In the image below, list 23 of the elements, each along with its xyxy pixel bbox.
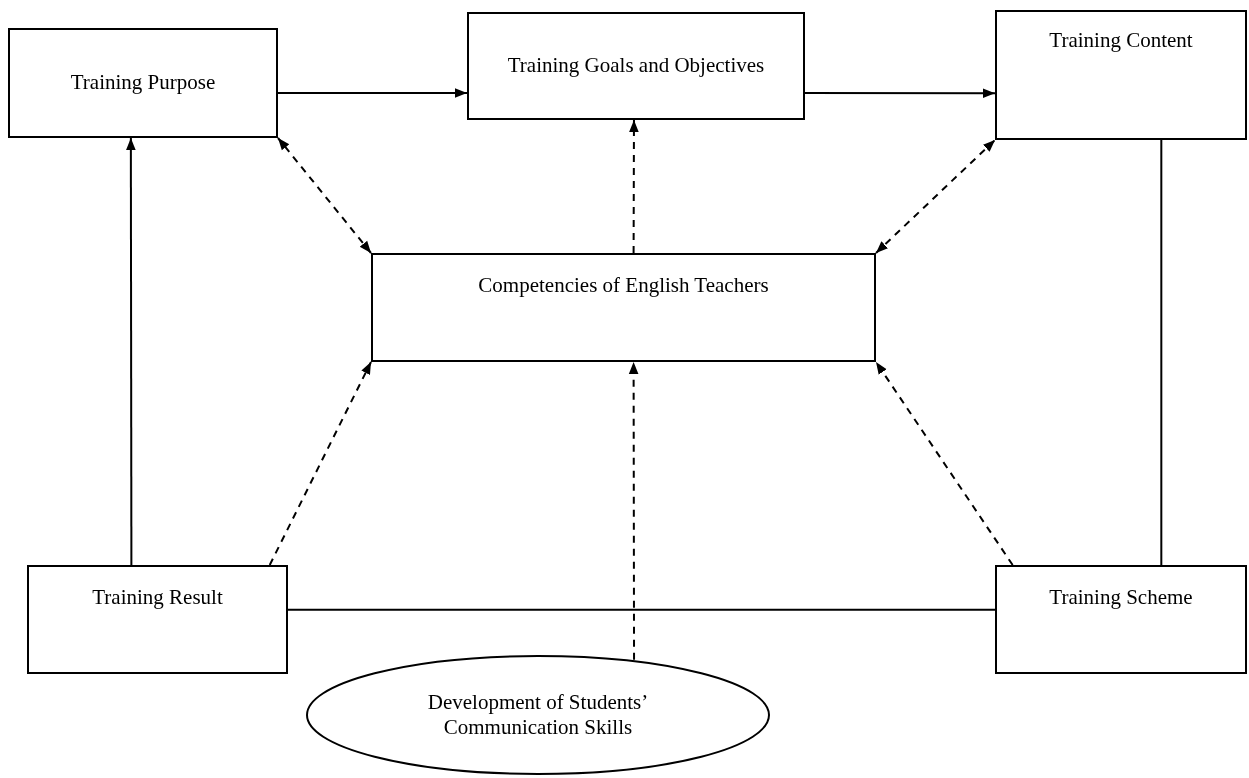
process-box (467, 12, 805, 120)
process-box (995, 10, 1247, 140)
arrow (277, 88, 468, 98)
arrow (629, 119, 639, 254)
process-box (8, 28, 278, 138)
arrow (268, 361, 372, 566)
process-box (27, 565, 288, 674)
process-box (371, 253, 876, 362)
arrow (875, 361, 1014, 566)
node-label: Training Content (1049, 28, 1193, 54)
node-label: Training Goals and Objectives (507, 53, 765, 79)
node-label: Development of Students’ Communication Skills (426, 689, 650, 741)
arrow (126, 137, 136, 566)
arrow (804, 88, 996, 98)
node-label: Training Scheme (1049, 585, 1193, 611)
node-label: Competencies of English Teachers (478, 273, 769, 299)
ellipse-node (306, 655, 770, 775)
node-label: Training Purpose (70, 70, 216, 96)
arrow (277, 137, 372, 254)
arrow (875, 139, 996, 254)
arrow (628, 361, 639, 661)
process-box (995, 565, 1247, 674)
node-label: Training Result (92, 585, 223, 611)
